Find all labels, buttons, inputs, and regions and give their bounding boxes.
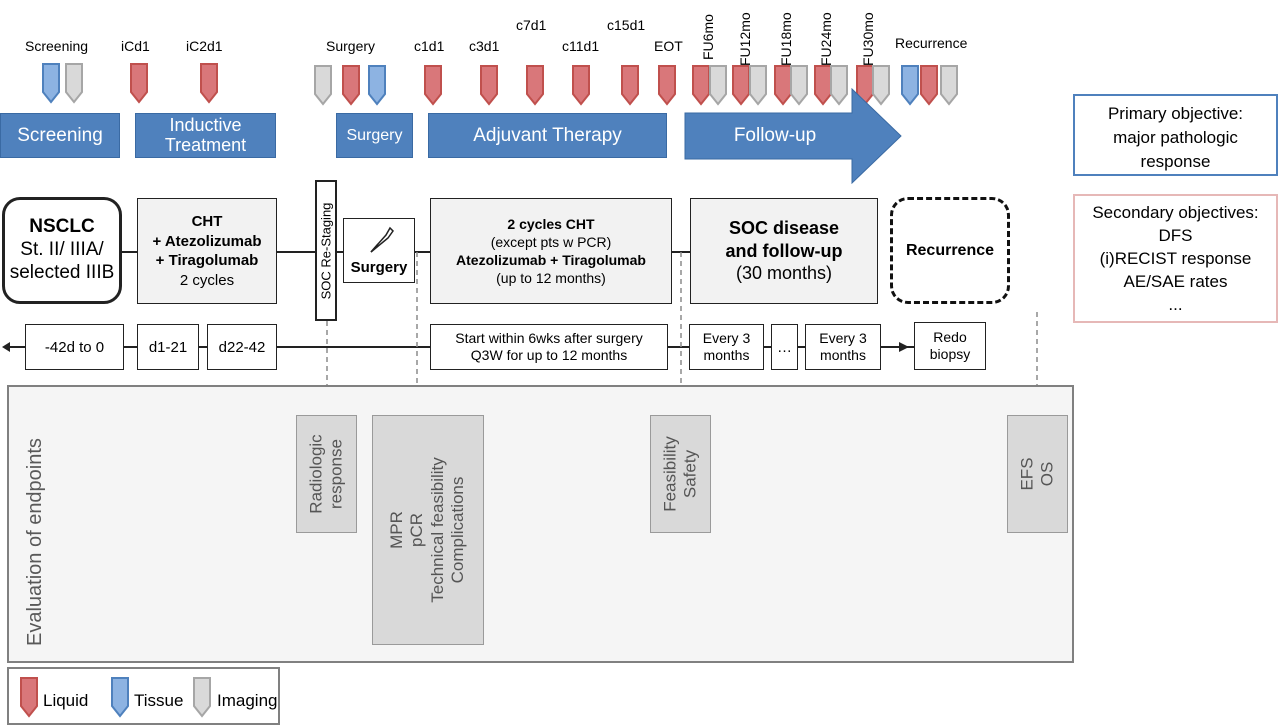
- followup-arrow: [684, 88, 902, 184]
- timeline-every3-b: Every 3 months: [805, 324, 881, 370]
- restaging-box: SOC Re-Staging: [315, 180, 337, 321]
- legend-liquid-icon: [20, 677, 38, 718]
- soc-line1: SOC disease: [728, 218, 840, 239]
- timepoint-screening: Screening: [25, 38, 89, 54]
- timepoint-c15d1: c15d1: [607, 17, 646, 33]
- endpoints-panel: [7, 385, 1074, 663]
- induction-line4: 2 cycles: [179, 271, 235, 289]
- phase-followup: Follow-up: [733, 125, 817, 146]
- primary-objective-title: Primary objective:: [1107, 104, 1244, 123]
- endpoint-surgical: MPR pCR Technical feasibility Complicati…: [372, 415, 484, 645]
- timeline-adjuvant-line2: Q3W for up to 12 months: [470, 347, 628, 363]
- endpoint-surgical-line4: Complications: [448, 476, 468, 584]
- endpoint-radiologic: Radiologic response: [296, 415, 357, 533]
- endpoints-section-label: Evaluation of endpoints: [24, 438, 46, 646]
- timeline-every3-a-line1: Every 3: [702, 329, 751, 346]
- induction-line1: CHT: [191, 213, 223, 230]
- adjuvant-line3: Atezolizumab + Tiragolumab: [456, 252, 646, 268]
- timepoint-surgery: Surgery: [326, 38, 376, 54]
- timeline-redo-line1: Redo: [933, 328, 967, 345]
- adjuvant-box: 2 cycles CHT (except pts w PCR) Atezoliz…: [430, 198, 672, 304]
- phase-screening: Screening: [0, 113, 120, 158]
- endpoint-efs-os: EFS OS: [1007, 415, 1068, 533]
- secondary-objectives-box: Secondary objectives: DFS (i)RECIST resp…: [1073, 194, 1278, 323]
- nsclc-box: NSCLC St. II/ IIIA/ selected IIIB: [2, 197, 122, 304]
- phase-surgery: Surgery: [336, 113, 413, 158]
- induction-line2: + Atezolizumab: [152, 232, 262, 250]
- secondary-objectives-title: Secondary objectives:: [1092, 203, 1259, 222]
- primary-objective-line2: response: [1140, 151, 1211, 171]
- timeline-every3-b-line2: months: [820, 347, 866, 363]
- secondary-objective-more: ...: [1168, 294, 1183, 314]
- secondary-objective-dfs: DFS: [1158, 225, 1193, 245]
- recurrence-box: Recurrence: [890, 197, 1010, 304]
- endpoint-efs-os-text: EFS OS: [1017, 457, 1058, 490]
- legend-imaging-icon: [193, 677, 211, 718]
- endpoint-feasibility-line1: Feasibility: [660, 436, 680, 512]
- timepoint-c1d1: c1d1: [414, 38, 445, 54]
- surgery-box-label: Surgery: [350, 259, 408, 276]
- primary-objective-line1: major pathologic: [1113, 127, 1238, 147]
- timeline-redo-biopsy: Redo biopsy: [914, 322, 986, 370]
- timeline-ellipsis: …: [771, 324, 798, 370]
- legend-liquid-label: Liquid: [43, 691, 89, 710]
- adjuvant-line4: (up to 12 months): [496, 270, 606, 287]
- timeline-redo-line2: biopsy: [929, 346, 971, 362]
- secondary-objective-ae: AE/SAE rates: [1123, 271, 1228, 291]
- nsclc-stage-line1: St. II/ IIIA/: [20, 239, 104, 261]
- timepoint-eot: EOT: [654, 38, 683, 54]
- surgery-box: Surgery: [343, 218, 415, 283]
- timeline-start-arrow: [2, 342, 10, 352]
- endpoint-feasibility-line2: Safety: [680, 449, 700, 499]
- timepoint-c7d1: c7d1: [516, 17, 547, 33]
- soc-line2: and follow-up: [725, 240, 843, 261]
- timeline-cycle1: d1-21: [137, 324, 199, 370]
- endpoint-efs-line: EFS: [1017, 457, 1037, 491]
- legend: Liquid Tissue Imaging: [7, 667, 280, 725]
- legend-tissue-icon: [111, 677, 129, 718]
- phase-inductive-label: Inductive Treatment: [164, 114, 247, 155]
- timeline-every3-a: Every 3 months: [689, 324, 764, 370]
- induction-line3: + Tiragolumab: [155, 252, 259, 269]
- legend-imaging-label: Imaging: [217, 691, 278, 710]
- endpoint-radiologic-text: Radiologic response: [306, 434, 347, 513]
- phase-inductive: Inductive Treatment: [135, 113, 276, 158]
- timepoint-c11d1: c11d1: [562, 38, 600, 54]
- recurrence-label: Recurrence: [905, 241, 995, 259]
- adjuvant-line2: (except pts w PCR): [490, 233, 612, 250]
- timeline-every3-a-line2: months: [703, 347, 750, 363]
- timeline-screening-window: -42d to 0: [25, 324, 124, 370]
- legend-tissue-label: Tissue: [134, 691, 184, 710]
- induction-box: CHT + Atezolizumab + Tiragolumab 2 cycle…: [137, 198, 277, 304]
- endpoint-surgical-text: MPR pCR Technical feasibility Complicati…: [387, 457, 469, 603]
- timeline-every3-b-line1: Every 3: [819, 329, 867, 346]
- phase-adjuvant: Adjuvant Therapy: [428, 113, 667, 158]
- timeline-end-arrow: [899, 342, 909, 352]
- endpoint-feasibility-text: Feasibility Safety: [660, 436, 701, 512]
- timepoint-recurrence: Recurrence: [895, 35, 968, 51]
- timeline-adjuvant-line1: Start within 6wks after surgery: [455, 329, 643, 346]
- timepoint-ic2d1: iC2d1: [186, 38, 223, 54]
- endpoint-surgical-line2: pCR: [407, 512, 427, 548]
- secondary-objective-recist: (i)RECIST response: [1099, 248, 1252, 268]
- nsclc-stage-line2: selected IIIB: [9, 261, 115, 283]
- soc-followup-box: SOC disease and follow-up (30 months): [690, 198, 878, 304]
- endpoint-os-line: OS: [1037, 461, 1057, 487]
- endpoint-surgical-line1: MPR: [387, 511, 407, 549]
- timeline-adjuvant-window: Start within 6wks after surgery Q3W for …: [430, 324, 668, 370]
- timepoint-icd1: iCd1: [121, 38, 150, 54]
- endpoint-feasibility: Feasibility Safety: [650, 415, 711, 533]
- endpoint-surgical-line3: Technical feasibility: [428, 457, 447, 603]
- timeline-cycle2: d22-42: [207, 324, 277, 370]
- nsclc-title: NSCLC: [29, 216, 95, 238]
- endpoint-radiologic-line1: Radiologic: [306, 434, 326, 514]
- endpoint-radiologic-line2: response: [326, 439, 346, 509]
- soc-line3: (30 months): [735, 263, 833, 284]
- timepoint-c3d1: c3d1: [469, 38, 500, 54]
- primary-objective-box: Primary objective: major pathologic resp…: [1073, 94, 1278, 176]
- adjuvant-line1: 2 cycles CHT: [507, 215, 595, 232]
- scalpel-icon: [370, 226, 394, 253]
